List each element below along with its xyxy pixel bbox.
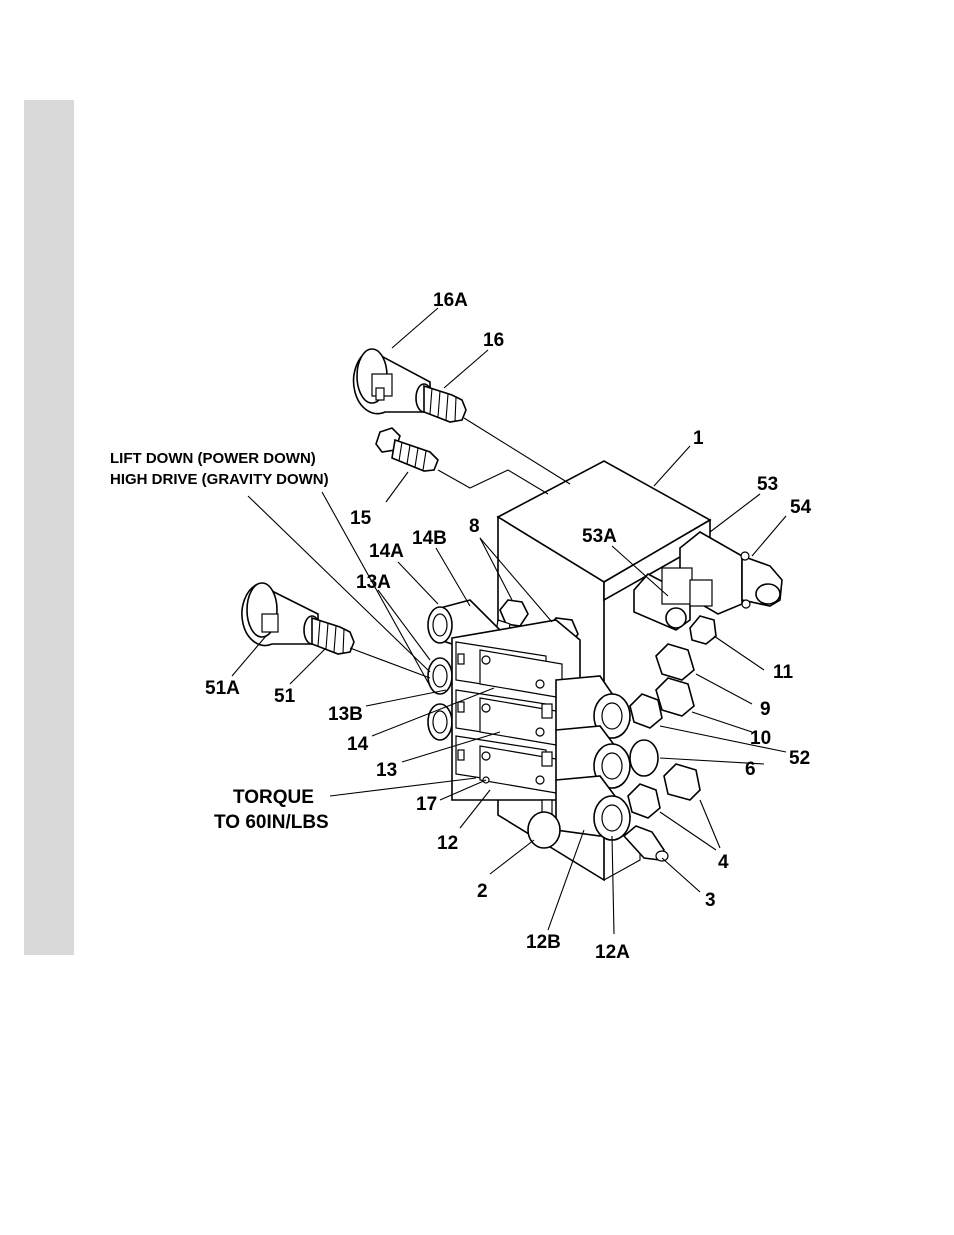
callout-14a: 14A [369, 541, 404, 562]
callout-3: 3 [705, 890, 716, 911]
callout-51: 51 [274, 686, 296, 707]
callout-17: 17 [416, 794, 437, 815]
callout-10: 10 [750, 728, 771, 749]
callout-13a: 13A [356, 572, 391, 593]
coil-51a [242, 583, 320, 645]
note-torque-line1: TORQUE [233, 787, 314, 808]
callout-53: 53 [757, 474, 778, 495]
plug-6 [630, 740, 658, 776]
callout-14: 14 [347, 734, 369, 755]
callout-53a: 53A [582, 526, 617, 547]
callout-51a: 51A [205, 678, 240, 699]
cartridge-15 [376, 428, 438, 471]
callout-15: 15 [350, 508, 372, 529]
callout-16a: 16A [433, 290, 468, 311]
callout-12a: 12A [595, 942, 630, 963]
callout-52: 52 [789, 748, 810, 769]
valve-3 [624, 826, 668, 861]
valve-11 [690, 616, 716, 644]
note-high-drive: HIGH DRIVE (GRAVITY DOWN) [110, 471, 329, 488]
coil-13a [428, 658, 452, 694]
cartridge-51 [312, 618, 354, 654]
callout-6: 6 [745, 759, 756, 780]
callout-13: 13 [376, 760, 397, 781]
coil-stack-right [542, 676, 630, 840]
valve-9 [656, 644, 694, 680]
note-lift-down: LIFT DOWN (POWER DOWN) [110, 450, 316, 467]
callout-16: 16 [483, 330, 504, 351]
note-torque-line2: TO 60IN/LBS [214, 812, 329, 833]
callout-9: 9 [760, 699, 771, 720]
callout-11: 11 [773, 662, 794, 683]
callout-54: 54 [790, 497, 812, 518]
valve-4a [664, 764, 700, 800]
callout-13b: 13B [328, 704, 363, 725]
valve-4b [628, 784, 660, 818]
callout-12: 12 [437, 833, 458, 854]
callout-2: 2 [477, 881, 488, 902]
cartridge-16 [424, 386, 466, 422]
coil-16a [354, 349, 432, 414]
callout-4: 4 [718, 852, 729, 873]
plug-2 [528, 812, 560, 848]
callout-14b: 14B [412, 528, 447, 549]
valve-10 [656, 678, 694, 716]
callout-12b: 12B [526, 932, 561, 953]
callout-8: 8 [469, 516, 480, 537]
callout-1: 1 [693, 428, 704, 449]
valve-52 [630, 694, 662, 728]
